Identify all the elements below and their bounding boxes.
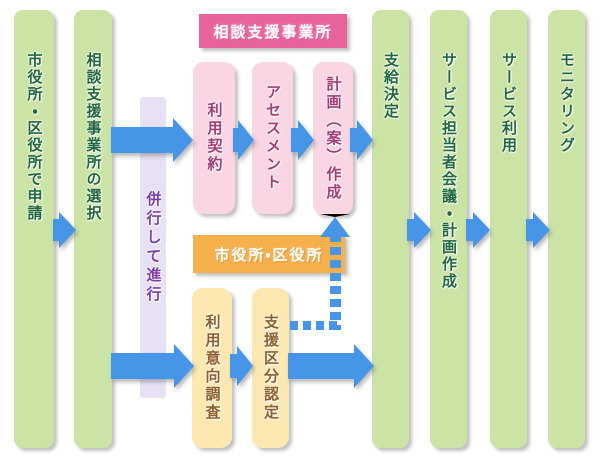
stage-grant-decision-label: 支給決定 [382,52,399,120]
step-assessment-label: アセスメント [264,84,281,192]
step-intention-survey-label: 利用意向調査 [203,314,221,422]
arrow-certification-to-decision [288,344,374,388]
stage-monitoring-label: モニタリング [558,52,575,154]
stage-select-office-label: 相談支援事業所の選択 [84,52,102,222]
city-office-banner-label: 市役所・区役所 [214,246,324,264]
arrow-apply-to-select [53,212,76,248]
dashed-arrow-horizontal-segment [290,321,342,330]
stage-grant-decision: 支給決定 [372,10,409,448]
arrow-assessment-to-plan [291,120,314,160]
dashed-arrow-up-head [320,214,350,237]
step-usage-contract-label: 利用契約 [205,102,223,174]
step-assessment: アセスメント [252,62,293,214]
step-draft-plan-label: 計画（案）作成 [324,75,342,202]
parallel-progress-label: 併行して進行 [144,190,162,305]
step-intention-survey: 利用意向調査 [192,288,232,448]
arrow-select-to-survey [111,344,194,388]
dashed-arrow-vertical-segment [330,234,341,330]
arrow-meeting-to-use [466,212,490,248]
step-support-certification-label: 支援区分認定 [262,314,279,422]
stage-service-use-label: サービス利用 [500,52,517,154]
step-support-certification: 支援区分認定 [252,288,289,448]
stage-apply-label: 市役所・区役所で申請 [25,52,43,222]
stage-service-meeting: サービス担当者会議・計画作成 [430,10,467,448]
city-office-banner: 市役所・区役所 [193,235,345,273]
arrow-select-to-contract [111,118,193,162]
stage-apply: 市役所・区役所で申請 [14,10,54,448]
stage-service-meeting-label: サービス担当者会議・計画作成 [440,52,457,290]
arrow-contract-to-assessment [233,120,254,160]
arrow-decision-to-meeting [407,212,431,248]
arrow-use-to-monitoring [526,212,550,248]
arrow-plan-to-decision [350,120,373,160]
consultation-office-banner-label: 相談支援事業所 [213,23,333,41]
step-draft-plan: 計画（案）作成 [313,62,353,215]
consultation-office-banner: 相談支援事業所 [199,14,347,48]
stage-monitoring: モニタリング [548,10,585,448]
arrow-survey-to-certification [230,346,253,386]
step-usage-contract: 利用契約 [193,62,235,214]
stage-service-use: サービス利用 [490,10,527,448]
stage-select-office: 相談支援事業所の選択 [74,10,112,448]
